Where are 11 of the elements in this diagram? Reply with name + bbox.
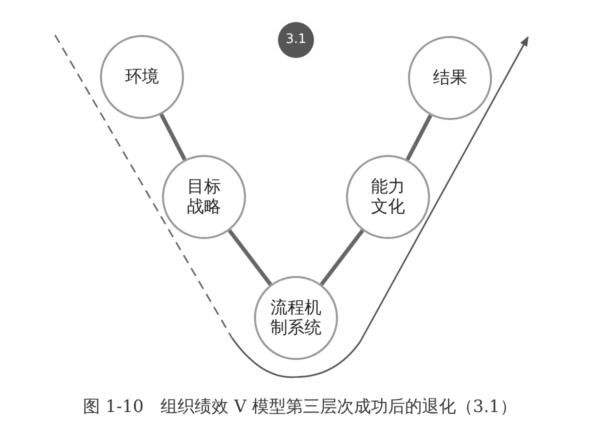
connector-line <box>160 113 186 161</box>
circle-node: 流程机制系统 <box>254 276 338 360</box>
connector-line <box>320 229 364 286</box>
number-badge: 3.1 <box>278 22 314 58</box>
circle-node: 环境 <box>100 35 184 119</box>
figure-caption: 图 1-10 组织绩效 V 模型第三层次成功后的退化（3.1） <box>82 396 518 418</box>
circle-node: 能力文化 <box>346 155 430 239</box>
circle-node: 目标战略 <box>162 155 246 239</box>
connector-line <box>406 114 432 161</box>
connector-line <box>228 229 272 286</box>
circle-node: 结果 <box>408 36 492 120</box>
